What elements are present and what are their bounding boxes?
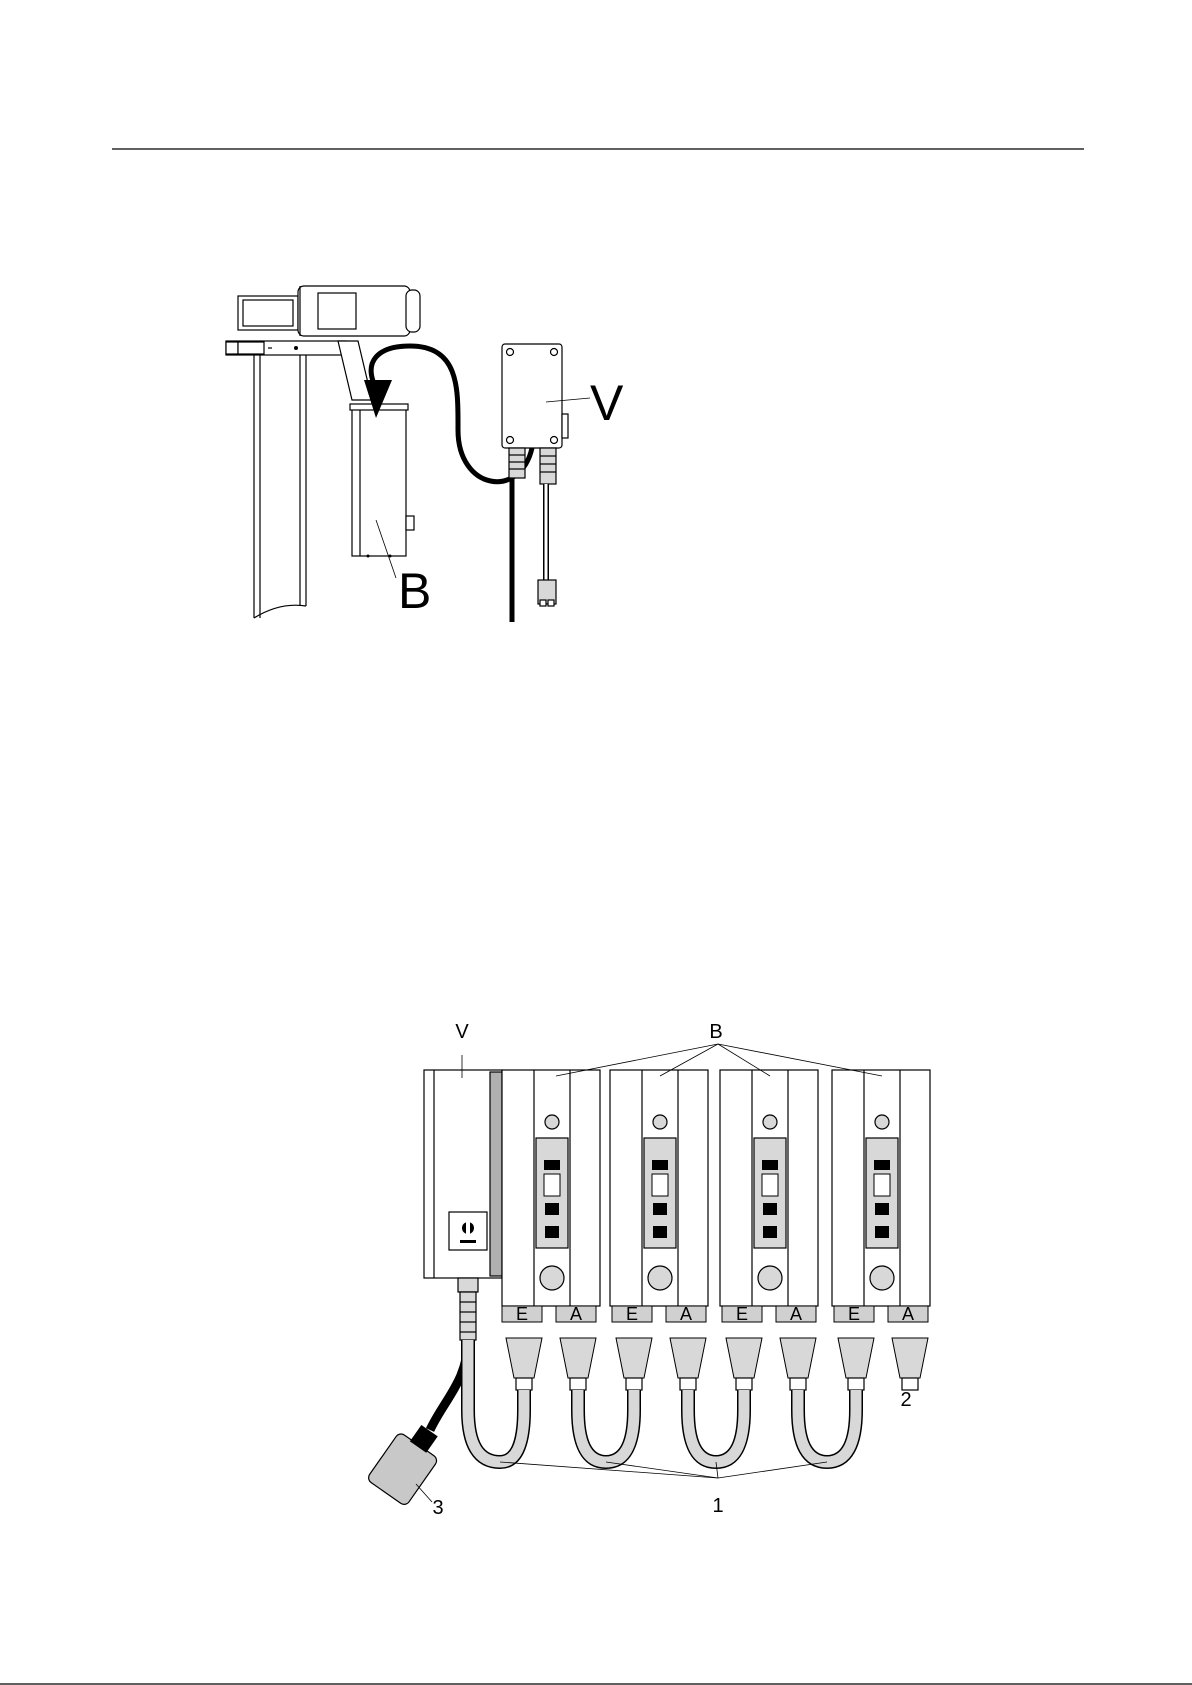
port-labels: E A E A E A E A xyxy=(516,1304,914,1324)
port-label: E xyxy=(516,1304,528,1324)
figure-1-label-v: V xyxy=(590,375,624,431)
distributor-v xyxy=(424,1055,502,1340)
supply-plug xyxy=(366,1417,449,1507)
port-label: E xyxy=(736,1304,748,1324)
port-label: E xyxy=(848,1304,860,1324)
figure-1-machine-assembly: B V xyxy=(226,286,624,622)
control-module xyxy=(502,1070,600,1306)
module-group xyxy=(502,1070,930,1306)
cable-plugs xyxy=(506,1338,928,1390)
port-label: A xyxy=(680,1304,692,1324)
port-sockets xyxy=(502,1306,928,1322)
port-label: A xyxy=(902,1304,914,1324)
figure-2-label-1: 1 xyxy=(712,1495,723,1517)
figure-2-label-v: V xyxy=(455,1021,469,1043)
port-label: A xyxy=(570,1304,582,1324)
figure-2-label-3: 3 xyxy=(432,1497,443,1519)
figure-2-label-b: B xyxy=(709,1021,722,1043)
port-label: E xyxy=(626,1304,638,1324)
mounting-bracket xyxy=(226,341,372,400)
port-label: A xyxy=(790,1304,802,1324)
column xyxy=(254,355,306,618)
control-module xyxy=(610,1070,708,1306)
control-module xyxy=(832,1070,930,1306)
figure-1-label-b: B xyxy=(398,563,431,619)
figure-2-label-2: 2 xyxy=(900,1389,911,1411)
motor xyxy=(238,286,420,336)
control-module xyxy=(720,1070,818,1306)
figure-2-module-array: E A E A E A E A xyxy=(366,1021,930,1519)
control-box-b xyxy=(350,404,414,578)
distribution-box-v xyxy=(502,344,590,622)
